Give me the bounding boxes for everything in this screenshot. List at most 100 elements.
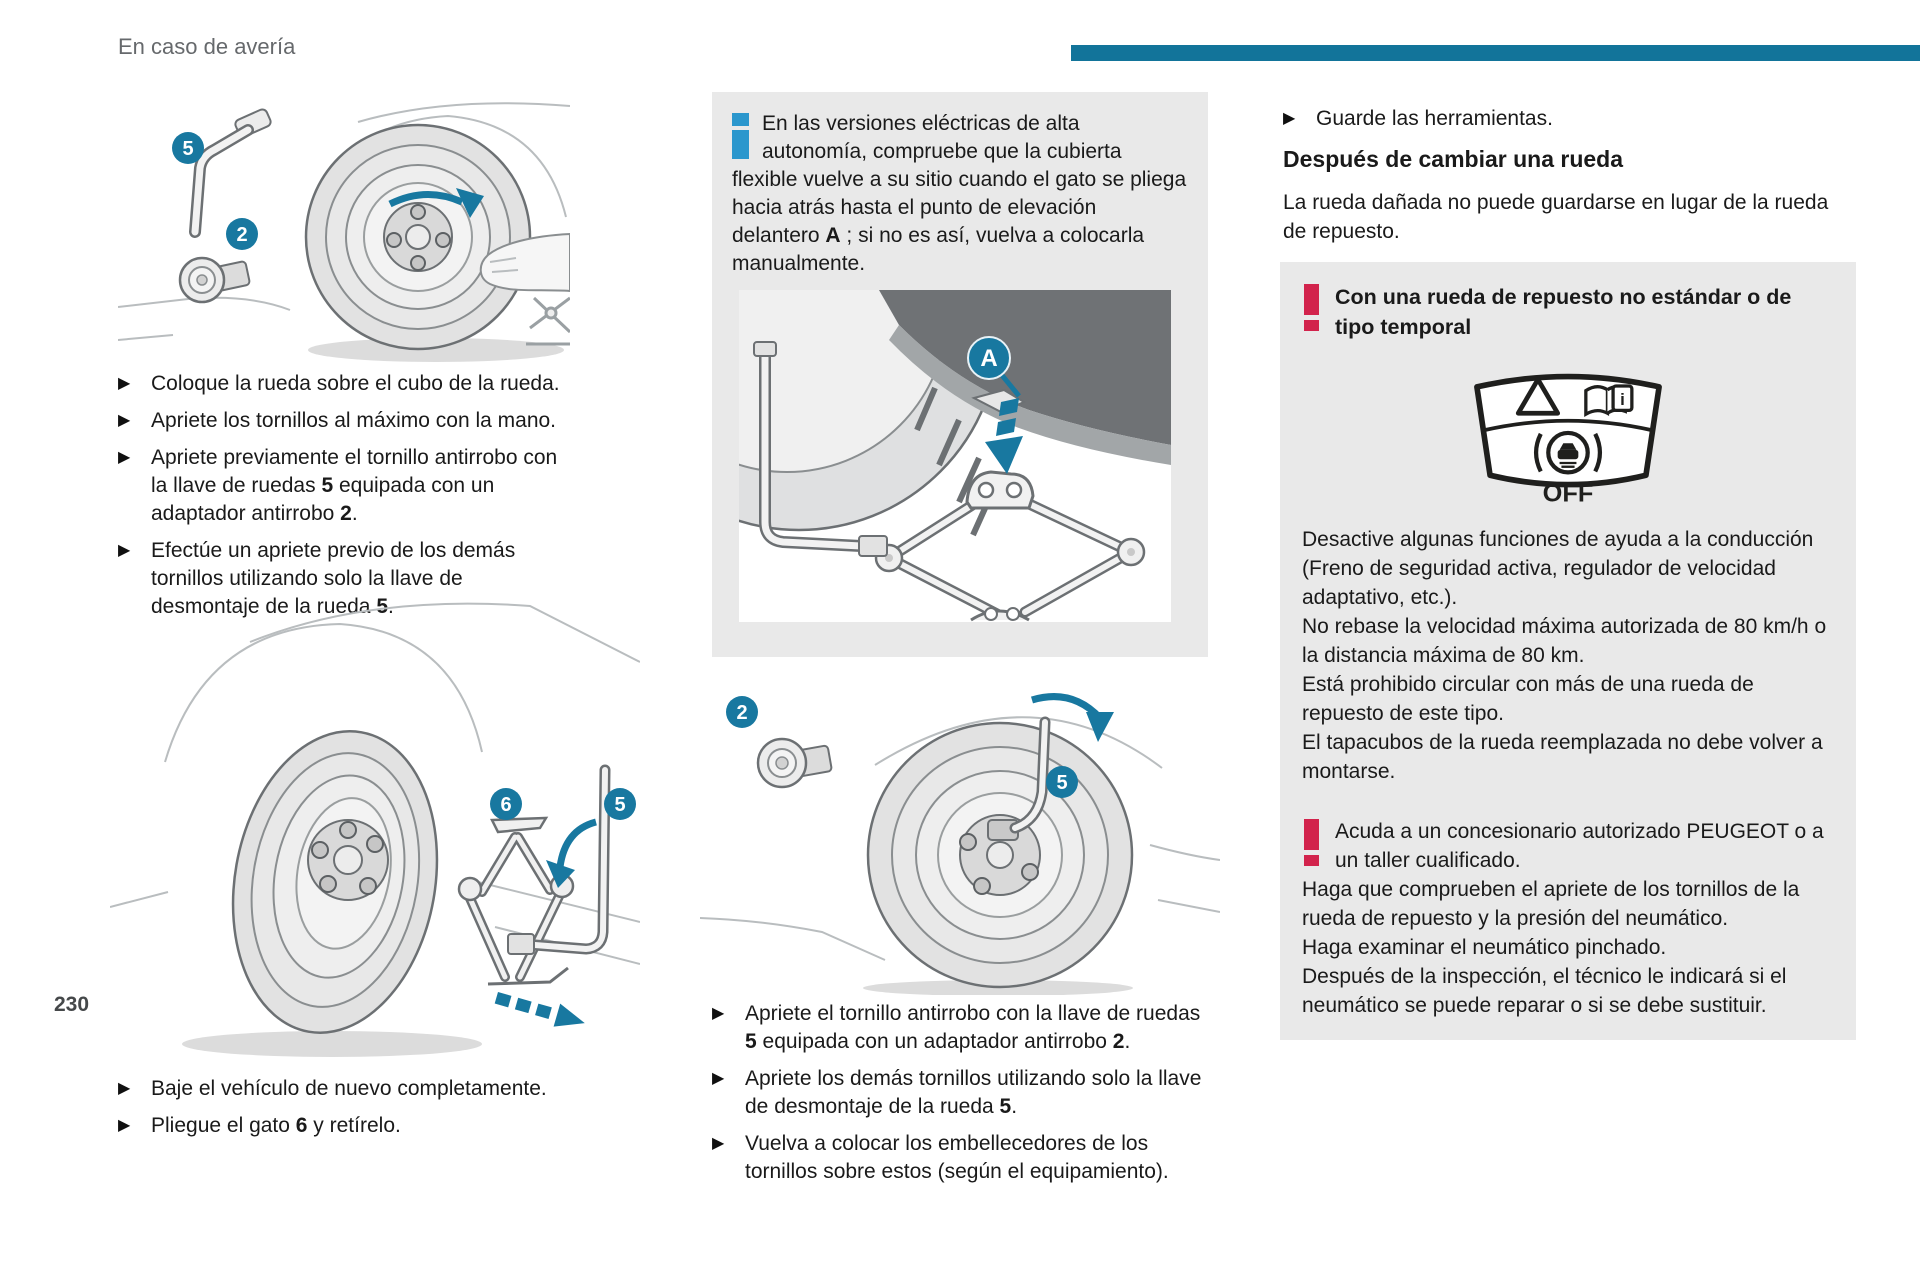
steps-store-tools: ▶ Guarde las herramientas. (1283, 105, 1856, 133)
step-arrow-icon: ▶ (118, 542, 131, 559)
warning-paragraph: No rebase la velocidad máxima autorizada… (1302, 615, 1827, 667)
svg-text:5: 5 (182, 138, 193, 160)
step-arrow-icon: ▶ (712, 1135, 725, 1152)
warning-paragraph: Desactive algunas funciones de ayuda a l… (1302, 528, 1814, 609)
svg-text:2: 2 (736, 702, 747, 724)
assist-off-icon: i OFF (1474, 373, 1662, 507)
svg-text:A: A (980, 345, 997, 372)
wheel-wrench-tool (189, 108, 272, 238)
step-text: Efectúe un apriete previo de los demás t… (151, 539, 516, 618)
cluster-divider (1484, 418, 1652, 432)
figure-jack-fold-wrap: A (597, 128, 1171, 622)
assist-off-art: i OFF (1302, 352, 1834, 517)
remove-arrow (494, 992, 585, 1027)
step-item: ▶ Coloque la rueda sobre el cubo de la ru… (118, 370, 570, 398)
step-text: Apriete los demás tornillos utilizando s… (745, 1067, 1202, 1118)
step-item: ▶ Apriete previamente el tornillo antirro… (118, 444, 570, 528)
section-title: Después de cambiar una rueda (1283, 146, 1624, 172)
warning-title: Con una rueda de repuesto no estándar o … (1302, 282, 1834, 342)
step-arrow-icon: ▶ (118, 449, 131, 466)
figure-lower-vehicle: 6 5 (110, 602, 640, 1057)
badge-jack-6: 6 (490, 788, 522, 820)
figure-mount-wheel: 5 2 (118, 102, 570, 362)
aeb-off-icon (1533, 430, 1603, 475)
step-text: Apriete el tornillo antirrobo con la lla… (745, 1002, 1201, 1053)
fold-arrow (556, 818, 598, 868)
alert-icon (1304, 819, 1319, 866)
warning-paragraphs: Acuda a un concesionario autorizado PEUG… (1302, 817, 1834, 1020)
warning-paragraph: Haga examinar el neumático pinchado. (1302, 936, 1667, 959)
wheel (866, 721, 1134, 989)
badge-adapter-2: 2 (226, 218, 258, 250)
car-body-outline (700, 716, 1220, 961)
info-note: En las versiones eléctricas de alta auto… (732, 110, 1188, 278)
step-arrow-icon: ▶ (118, 375, 131, 392)
figure-jack-fold: A (597, 128, 1171, 622)
step-text: Pliegue el gato 6 y retírelo. (151, 1114, 401, 1137)
warning-paragraphs: Desactive algunas funciones de ayuda a l… (1302, 525, 1834, 786)
wheel-shadow (308, 338, 564, 362)
svg-text:5: 5 (614, 794, 625, 816)
step-arrow-icon: ▶ (118, 1117, 131, 1134)
warning-paragraph: Haga que comprueben el apriete de los to… (1302, 878, 1800, 930)
step-text: Coloque la rueda sobre el cubo de la rue… (151, 372, 560, 395)
jack-partial (526, 296, 570, 346)
section-intro: La rueda dañada no puede guardarse en lu… (1283, 191, 1829, 243)
tighten-arrow-head (1086, 712, 1114, 742)
tighten-arrow (388, 190, 464, 208)
steps-mount-wheel: ▶ Coloque la rueda sobre el cubo de la ru… (118, 370, 570, 621)
antitheft-adapter-tool (756, 737, 833, 789)
scissor-jack (874, 470, 1146, 622)
step-item: ▶ Pliegue el gato 6 y retírelo. (118, 1112, 570, 1140)
badge-adapter-2: 2 (726, 696, 758, 728)
handbook-icon: i (1584, 384, 1634, 418)
badge-lifting-point-A: A (967, 336, 1021, 398)
step-text: Guarde las herramientas. (1316, 107, 1553, 130)
hand (479, 232, 570, 293)
svg-text:5: 5 (1056, 772, 1067, 794)
step-text: Vuelva a colocar los embellecedores de l… (745, 1132, 1169, 1183)
accent-bar (1071, 45, 1920, 61)
wheel-wrench-tool (753, 341, 888, 557)
wheel-bolts (959, 833, 1039, 895)
step-item: ▶ Efectúe un apriete previo de los demás … (118, 537, 570, 621)
scissor-jack (457, 816, 575, 986)
step-arrow-icon: ▶ (118, 1080, 131, 1097)
svg-text:6: 6 (500, 794, 511, 816)
tighten-arrow-head (456, 188, 484, 218)
step-arrow-icon: ▶ (118, 412, 131, 429)
info-icon (732, 113, 749, 159)
wheel-shadow (182, 1031, 482, 1057)
wheel-bolts (386, 204, 451, 271)
steps-lower-vehicle: ▶Baje el vehículo de nuevo completamente… (118, 1075, 570, 1140)
info-box: En las versiones eléctricas de alta auto… (597, 92, 1208, 657)
page-number: 230 (54, 993, 90, 1016)
badge-wrench-5: 5 (172, 132, 204, 164)
wheel (304, 123, 532, 351)
step-text: Apriete previamente el tornillo antirrob… (151, 446, 558, 525)
badge-wrench-5: 5 (604, 788, 636, 820)
warning-triangle-icon (1515, 377, 1561, 416)
step-item: ▶ Apriete el tornillo antirrobo con la ll… (712, 1000, 1212, 1056)
antitheft-adapter-tool (178, 256, 251, 304)
alert-icon (1304, 284, 1319, 331)
down-arrow (985, 398, 1023, 474)
step-item: ▶ Apriete los demás tornillos utilizando … (712, 1065, 1212, 1121)
warning-paragraph: Después de la inspección, el técnico le … (1302, 965, 1787, 1017)
step-arrow-icon: ▶ (712, 1070, 725, 1087)
step-arrow-icon: ▶ (1283, 110, 1296, 127)
warning-paragraph: Acuda a un concesionario autorizado PEUG… (1335, 820, 1824, 872)
warning-box-temporary-wheel: Con una rueda de repuesto no estándar o … (1280, 262, 1856, 806)
step-item: ▶ Guarde las herramientas. (1283, 105, 1856, 133)
wheel-wrench-tool (507, 764, 611, 955)
wheel-wrench-tool (987, 716, 1051, 841)
off-label: OFF (1543, 479, 1594, 507)
badge-wrench-5: 5 (1046, 766, 1078, 798)
warning-box-dealer: Acuda a un concesionario autorizado PEUG… (1280, 797, 1856, 1040)
step-text: Apriete los tornillos al máximo con la m… (151, 409, 557, 432)
svg-text:2: 2 (236, 224, 247, 246)
step-arrow-icon: ▶ (712, 1005, 725, 1022)
chapter-header: En caso de avería (118, 34, 296, 59)
wheel-hub (307, 819, 389, 901)
